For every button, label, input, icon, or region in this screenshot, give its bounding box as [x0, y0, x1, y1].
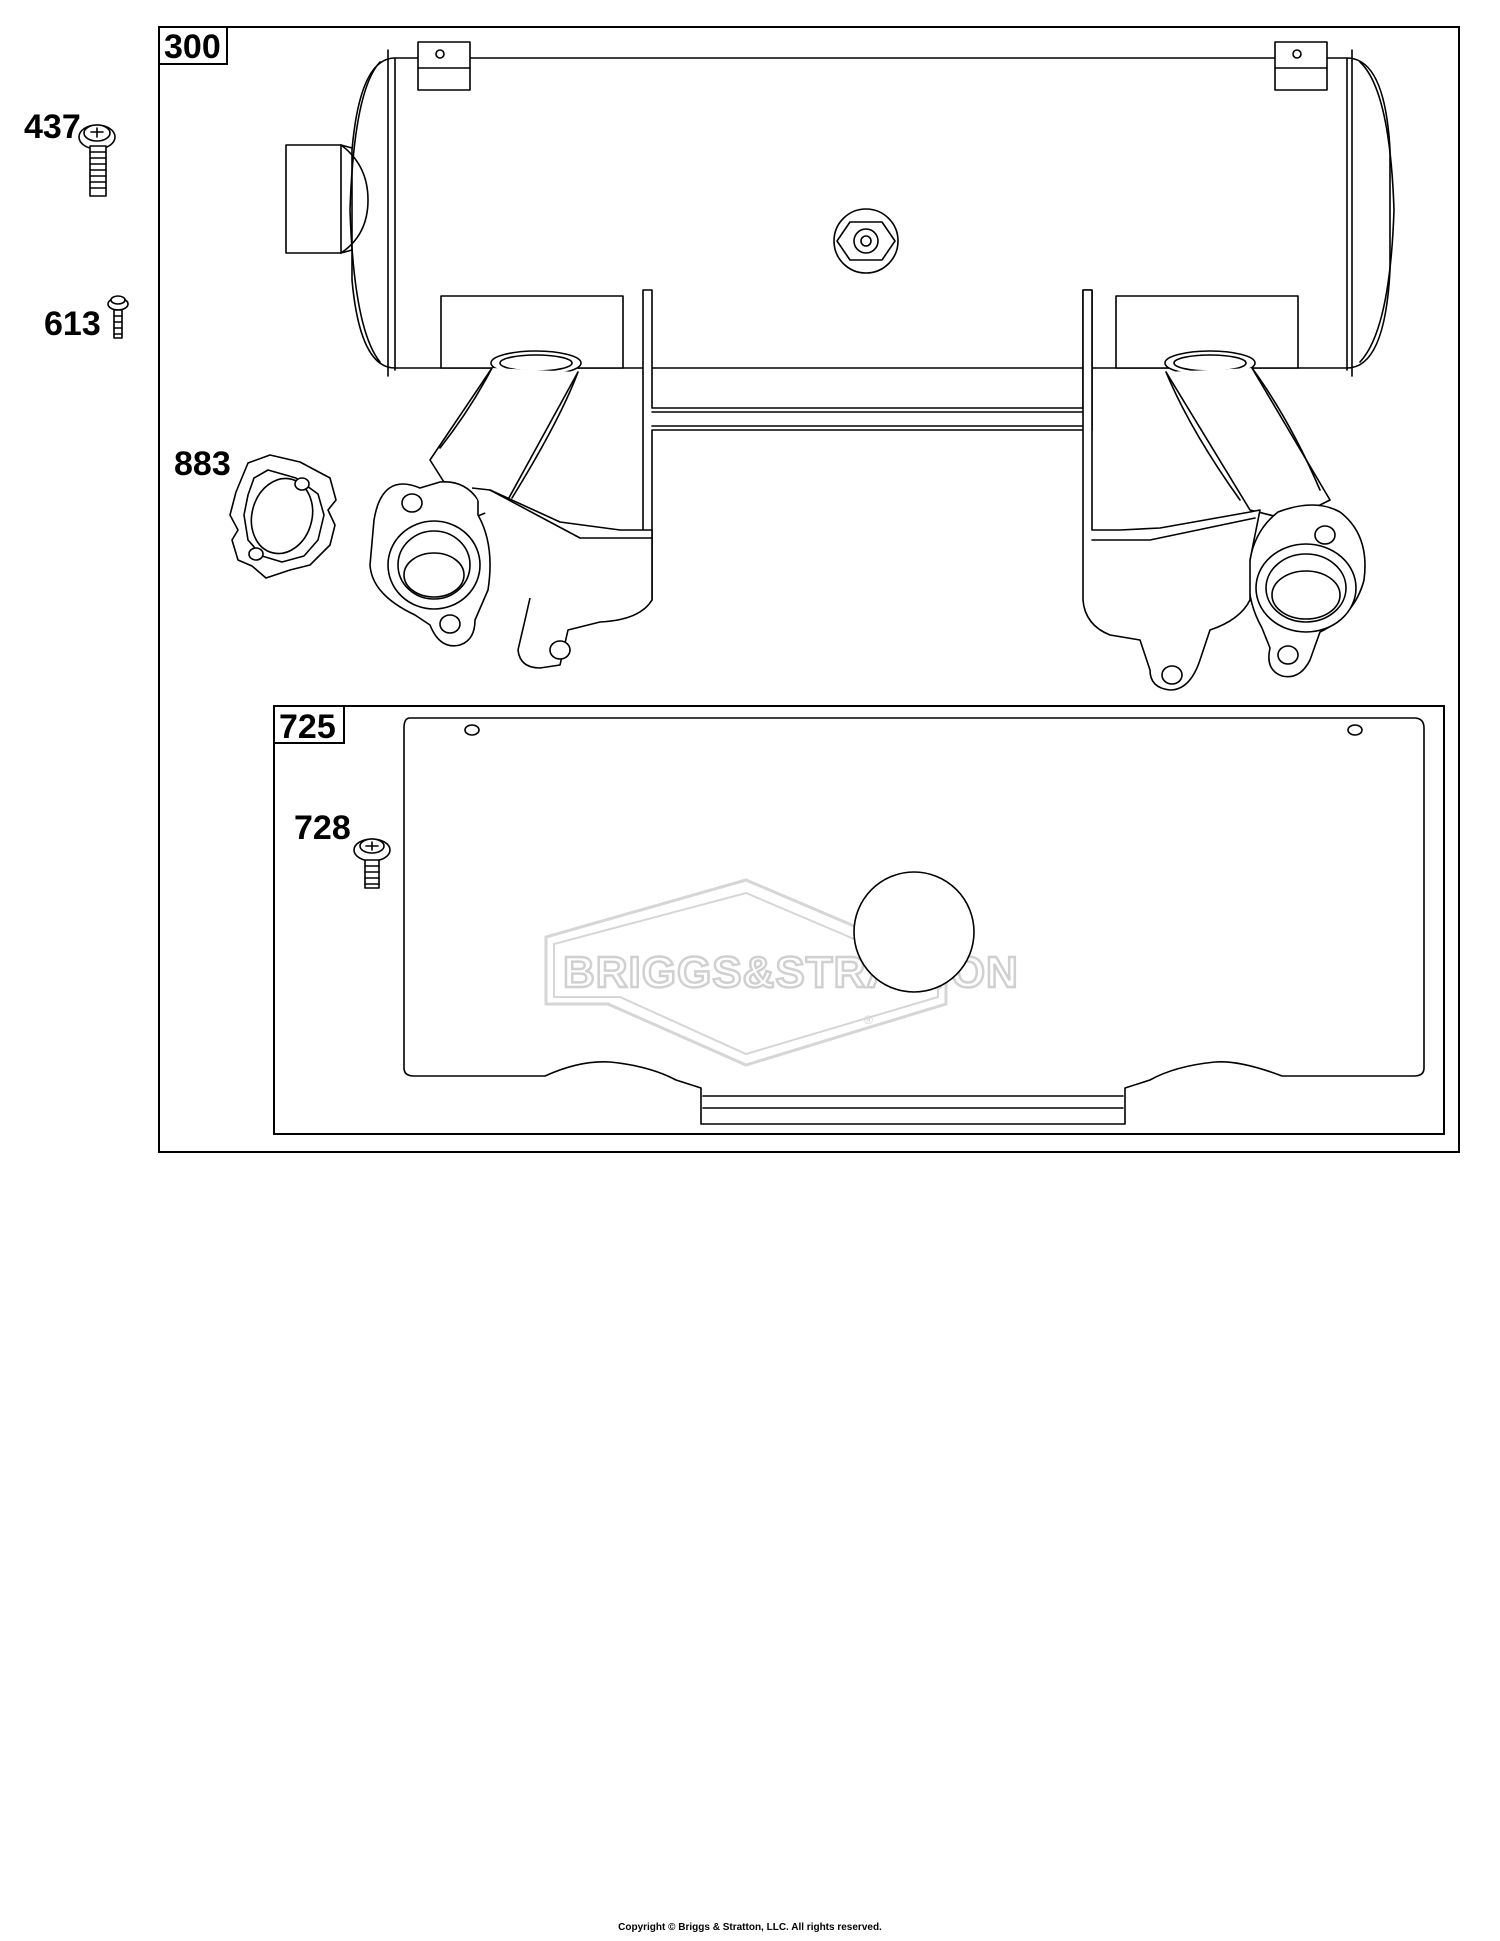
watermark-registered: ® — [864, 1013, 873, 1027]
assembly-300-label-box — [158, 26, 228, 65]
assembly-300-frame — [158, 26, 1460, 1153]
assembly-725-label-box — [273, 705, 345, 744]
assembly-725-frame — [273, 705, 1445, 1135]
muffler-assembly — [285, 41, 1395, 691]
bolt-437-icon — [78, 124, 116, 197]
copyright-notice: Copyright © Briggs & Stratton, LLC. All … — [618, 1922, 882, 1933]
plate-round-cutout — [853, 871, 975, 993]
callout-300: 300 — [164, 28, 221, 66]
callout-883: 883 — [174, 445, 231, 483]
callout-437: 437 — [24, 108, 81, 146]
screw-613-icon — [107, 295, 129, 339]
callout-725: 725 — [279, 708, 336, 746]
screw-728-icon — [353, 838, 391, 889]
gasket-883-icon — [229, 454, 337, 579]
callout-613: 613 — [44, 305, 101, 343]
callout-728: 728 — [294, 809, 351, 847]
